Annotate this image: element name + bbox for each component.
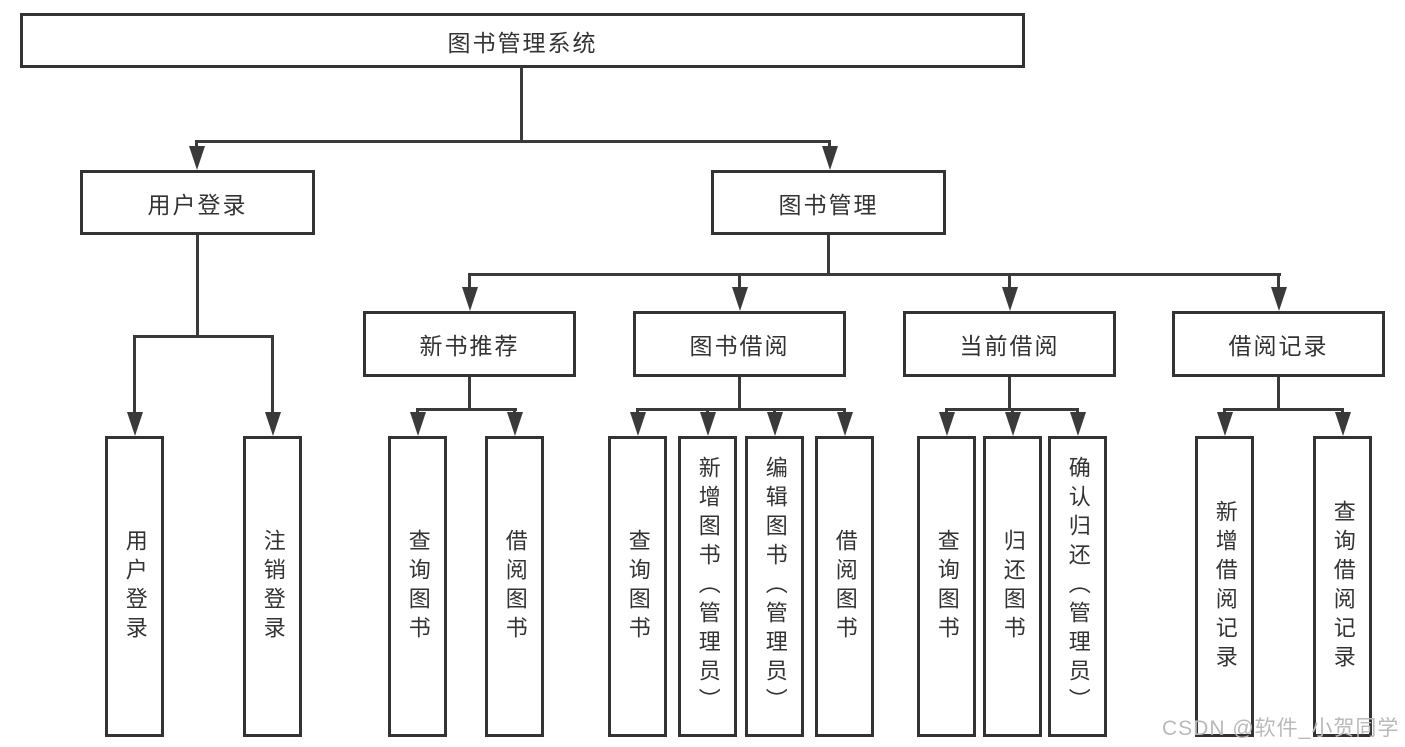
arrow-down-icon — [507, 412, 523, 436]
node-user-login-label: 用户登录 — [147, 191, 248, 218]
arrow-down-icon — [1002, 287, 1018, 311]
arrow-down-icon — [462, 287, 478, 311]
leaf-query-book-recommend-label: 查询图书 — [405, 528, 431, 645]
leaf-query-book-borrow-label: 查询图书 — [625, 528, 651, 645]
node-current-borrow-label: 当前借阅 — [959, 333, 1060, 359]
connector-line — [1277, 275, 1280, 289]
connector-line — [133, 337, 136, 415]
arrow-down-icon — [700, 412, 716, 436]
leaf-borrow-book-recommend-label: 借阅图书 — [502, 528, 528, 645]
connector-line — [1277, 377, 1280, 411]
connector-line — [828, 140, 831, 150]
leaf-add-book-admin-label: 新增图书（管理员） — [695, 456, 721, 717]
leaf-user-login-label: 用户登录 — [122, 528, 148, 645]
csdn-watermark: CSDN @软件_小贺同学 — [1162, 717, 1400, 740]
leaf-add-borrow-record-label: 新增借阅记录 — [1212, 499, 1238, 674]
connector-line — [738, 377, 741, 411]
leaf-edit-book-admin-label: 编辑图书（管理员） — [762, 456, 788, 717]
arrow-down-icon — [1271, 287, 1287, 311]
leaf-confirm-return-admin: 确认归还（管理员） — [1048, 436, 1107, 737]
arrow-down-icon — [127, 412, 143, 436]
node-new-book-recommend: 新书推荐 — [363, 311, 576, 377]
arrow-down-icon — [1070, 412, 1086, 436]
connector-line — [416, 408, 517, 411]
connector-line — [945, 408, 1079, 411]
connector-line — [1008, 275, 1011, 289]
node-book-borrow: 图书借阅 — [633, 311, 846, 377]
connector-line — [520, 66, 523, 143]
arrow-down-icon — [1217, 412, 1233, 436]
leaf-add-borrow-record: 新增借阅记录 — [1195, 436, 1254, 737]
connector-line — [468, 377, 471, 411]
node-new-book-recommend-label: 新书推荐 — [419, 333, 520, 359]
arrow-down-icon — [767, 412, 783, 436]
arrow-down-icon — [732, 287, 748, 311]
node-book-management: 图书管理 — [711, 170, 946, 235]
node-borrow-records-label: 借阅记录 — [1228, 333, 1329, 359]
node-borrow-records: 借阅记录 — [1172, 311, 1385, 377]
leaf-query-book-recommend: 查询图书 — [388, 436, 447, 737]
leaf-query-book-current-label: 查询图书 — [934, 528, 960, 645]
leaf-query-borrow-record-label: 查询借阅记录 — [1330, 499, 1356, 674]
node-current-borrow: 当前借阅 — [903, 311, 1116, 377]
connector-line — [271, 337, 274, 415]
arrow-down-icon — [1005, 412, 1021, 436]
leaf-user-login: 用户登录 — [105, 436, 164, 737]
arrow-down-icon — [837, 412, 853, 436]
leaf-borrow-book-recommend: 借阅图书 — [485, 436, 544, 737]
node-user-login: 用户登录 — [80, 170, 315, 235]
arrow-down-icon — [1335, 412, 1351, 436]
leaf-return-book: 归还图书 — [983, 436, 1042, 737]
leaf-query-book-borrow: 查询图书 — [608, 436, 667, 737]
connector-line — [196, 235, 199, 337]
arrow-down-icon — [265, 412, 281, 436]
connector-line — [468, 273, 1281, 276]
leaf-borrow-book: 借阅图书 — [815, 436, 874, 737]
connector-line — [827, 235, 830, 275]
leaf-borrow-book-label: 借阅图书 — [832, 528, 858, 645]
leaf-query-book-current: 查询图书 — [917, 436, 976, 737]
arrow-down-icon — [410, 412, 426, 436]
node-root-label: 图书管理系统 — [447, 29, 598, 56]
leaf-logout: 注销登录 — [243, 436, 302, 737]
node-root: 图书管理系统 — [20, 13, 1025, 68]
connector-line — [1223, 408, 1344, 411]
connector-line — [738, 275, 741, 289]
node-book-borrow-label: 图书借阅 — [689, 333, 790, 359]
arrow-down-icon — [189, 146, 205, 170]
leaf-logout-label: 注销登录 — [260, 528, 286, 645]
leaf-add-book-admin: 新增图书（管理员） — [678, 436, 737, 737]
connector-line — [636, 408, 846, 411]
arrow-down-icon — [939, 412, 955, 436]
arrow-down-icon — [630, 412, 646, 436]
connector-line — [1008, 377, 1011, 411]
connector-line — [468, 275, 471, 289]
node-book-management-label: 图书管理 — [778, 191, 879, 218]
leaf-query-borrow-record: 查询借阅记录 — [1313, 436, 1372, 737]
connector-line — [133, 335, 274, 338]
arrow-down-icon — [822, 146, 838, 170]
connector-line — [195, 140, 198, 150]
leaf-confirm-return-admin-label: 确认归还（管理员） — [1065, 456, 1091, 717]
leaf-return-book-label: 归还图书 — [1000, 528, 1026, 645]
connector-line — [195, 140, 831, 143]
leaf-edit-book-admin: 编辑图书（管理员） — [745, 436, 804, 737]
